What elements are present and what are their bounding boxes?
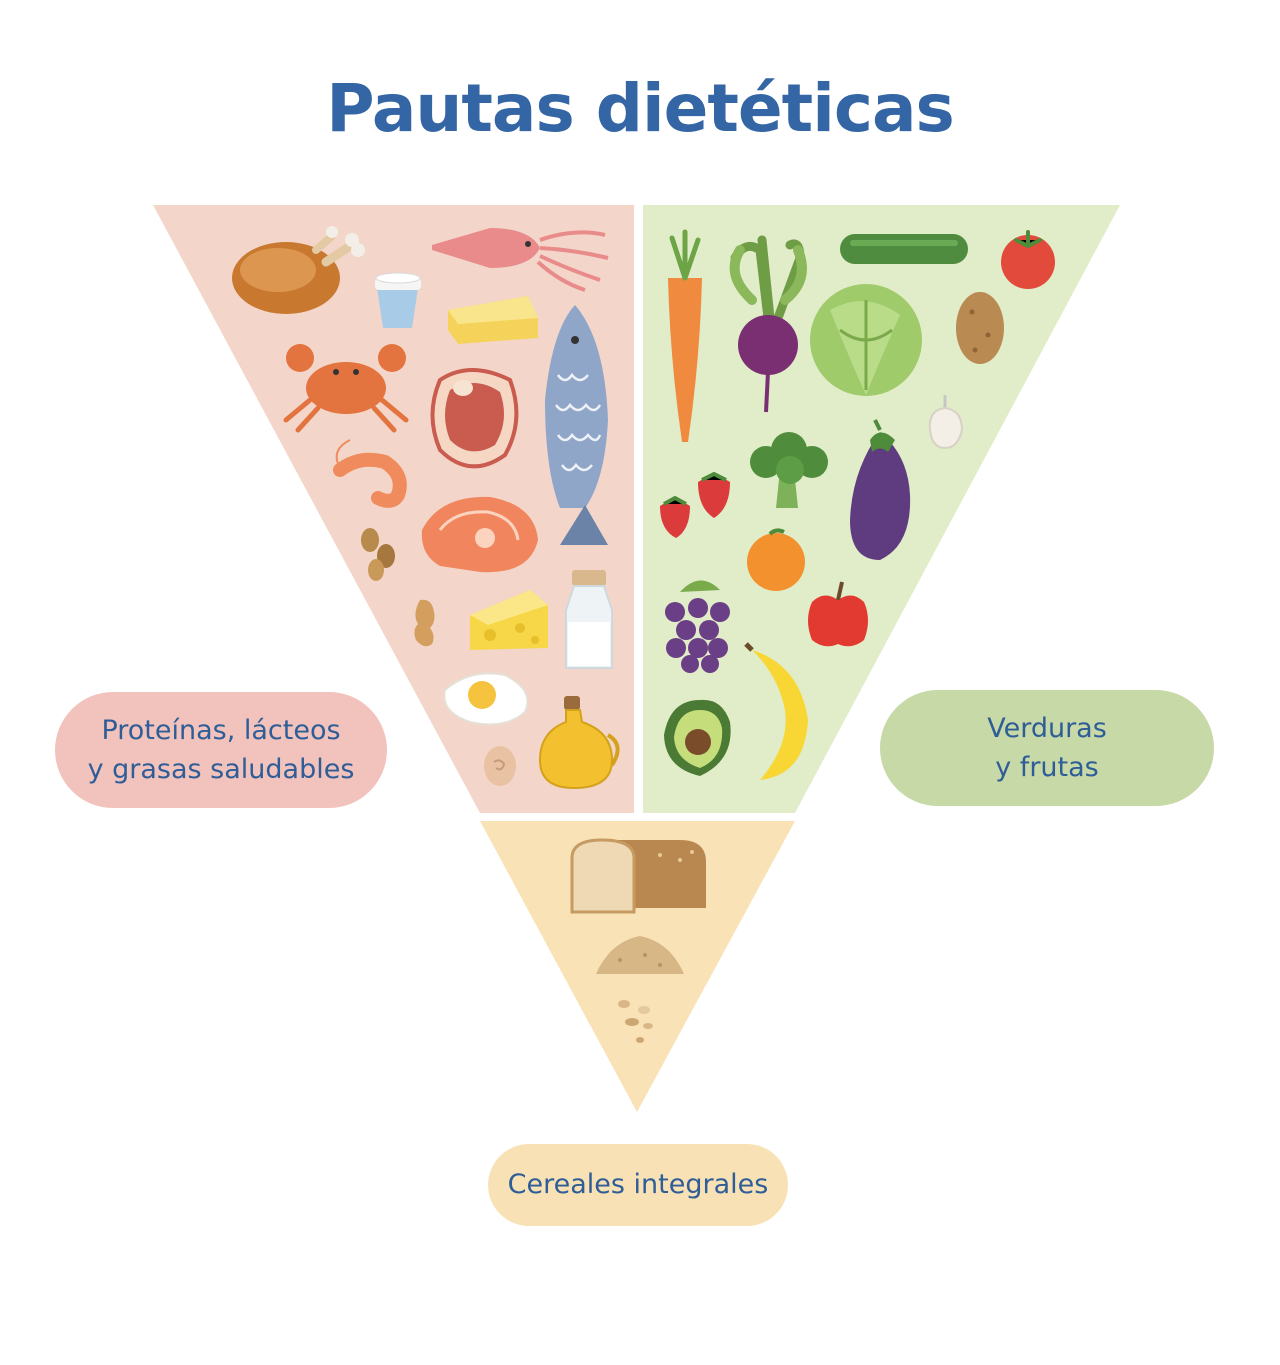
carrot-icon <box>668 229 702 442</box>
crab-icon <box>283 344 409 433</box>
roast-chicken-icon <box>232 226 365 314</box>
oat-flakes-icon <box>618 1000 653 1043</box>
protein-label: Proteínas, lácteos y grasas saludables <box>55 692 387 808</box>
potato-icon <box>956 292 1004 364</box>
grapes-icon <box>665 580 730 673</box>
olive-oil-icon <box>538 696 620 790</box>
cereals-label: Cereales integrales <box>488 1144 788 1226</box>
beet-icon <box>729 235 807 413</box>
cheese-icon <box>470 590 548 650</box>
yogurt-icon <box>375 272 421 328</box>
fish-icon <box>545 305 608 545</box>
protein-label-line2: y grasas saludables <box>87 754 355 785</box>
vegetables-label-line2: y frutas <box>995 752 1099 783</box>
shrimp-icon <box>333 439 407 508</box>
vegetables-label: Verduras y frutas <box>880 690 1214 806</box>
cucumber-icon <box>840 234 968 264</box>
avocado-icon <box>664 699 731 776</box>
broccoli-icon <box>750 432 828 508</box>
strawberry-icon <box>660 471 730 538</box>
egg-icon <box>484 746 516 786</box>
protein-section <box>153 205 634 813</box>
protein-label-line1: Proteínas, lácteos <box>101 714 341 746</box>
page-title: Pautas dietéticas <box>326 70 955 147</box>
banana-icon <box>744 642 808 780</box>
peanut-icon <box>414 599 435 647</box>
tomato-icon <box>1001 230 1055 289</box>
eggplant-icon <box>850 419 911 560</box>
squid-icon <box>432 228 609 292</box>
orange-icon <box>747 528 805 591</box>
grain-pile-icon <box>596 936 684 974</box>
milk-bottle-icon <box>565 570 613 669</box>
cereals-label-text: Cereales integrales <box>507 1169 769 1201</box>
apple-icon <box>808 581 868 647</box>
cabbage-icon <box>810 284 922 396</box>
fried-egg-icon <box>443 672 529 726</box>
nuts-icon <box>361 528 395 581</box>
vegetables-label-line1: Verduras <box>987 712 1107 744</box>
garlic-icon <box>928 395 964 450</box>
salmon-steak-icon <box>421 496 538 573</box>
butter-icon <box>448 296 538 344</box>
steak-icon <box>430 368 519 469</box>
bread-loaf-icon <box>570 838 706 914</box>
